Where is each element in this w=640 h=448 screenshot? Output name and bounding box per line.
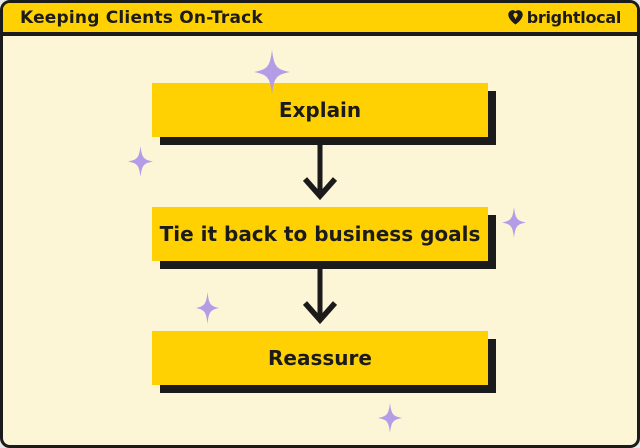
sparkle-icon bbox=[254, 50, 290, 94]
down-arrow-connector bbox=[302, 137, 338, 201]
page-title: Keeping Clients On-Track bbox=[20, 7, 263, 28]
brand-name: brightlocal bbox=[526, 8, 622, 27]
flow-step-reassure: Reassure bbox=[152, 331, 488, 385]
header-bar: Keeping Clients On-Track brightlocal bbox=[3, 3, 637, 36]
sparkle-icon bbox=[196, 292, 219, 324]
sparkle-icon bbox=[378, 403, 402, 433]
flow-step-label: Reassure bbox=[268, 346, 372, 370]
flow-step-label: Explain bbox=[278, 98, 362, 122]
sparkle-icon bbox=[502, 207, 526, 238]
sparkle-icon bbox=[128, 146, 153, 177]
down-arrow-connector bbox=[302, 261, 338, 325]
heart-pin-icon bbox=[507, 9, 524, 26]
flow-step-tie-back: Tie it back to business goals bbox=[152, 207, 488, 261]
flow-step-explain: Explain bbox=[152, 83, 488, 137]
brand-logo: brightlocal bbox=[507, 8, 621, 27]
flow-step-label: Tie it back to business goals bbox=[159, 222, 481, 246]
